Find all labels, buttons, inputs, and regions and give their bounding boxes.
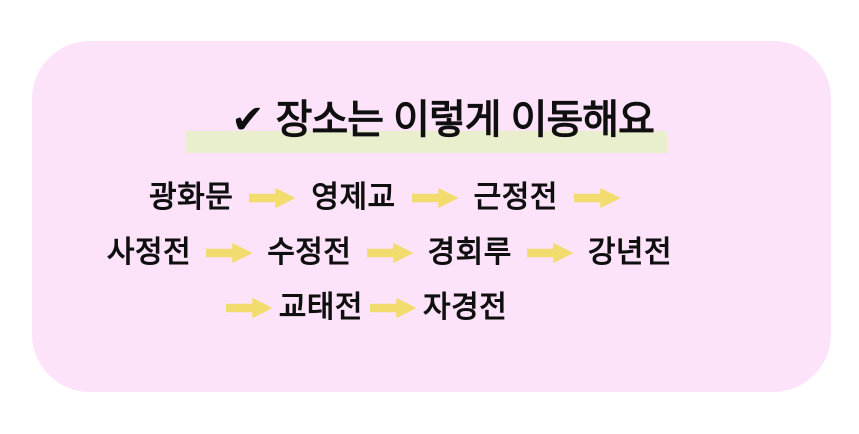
route-row: 교태전 자경전 — [0, 290, 796, 326]
arrow-right-icon — [370, 298, 416, 318]
place-label: 사정전 — [106, 236, 192, 269]
check-icon: ✔ — [231, 98, 265, 142]
arrow-right-icon — [249, 188, 296, 208]
place-label: 광화문 — [149, 181, 234, 214]
arrow-right-icon — [573, 188, 620, 208]
title-highlight-bar — [186, 131, 667, 153]
place-label: 경회루 — [427, 236, 512, 269]
place-label: 교태전 — [278, 291, 363, 324]
place-label: 강년전 — [587, 236, 673, 269]
arrow-right-icon — [366, 243, 413, 263]
arrow-right-icon — [225, 298, 272, 318]
arrow-right-icon — [206, 243, 252, 263]
route-row: 광화문 영제교 근정전 — [0, 180, 814, 216]
route-card — [32, 41, 831, 392]
arrow-right-icon — [526, 243, 573, 263]
place-label: 자경전 — [423, 291, 508, 324]
place-label: 영제교 — [311, 181, 396, 214]
page-title-text: 장소는 이렇게 이동해요 — [275, 98, 655, 142]
page-title: ✔장소는 이렇게 이동해요 — [13, 96, 859, 144]
place-label: 수정전 — [267, 236, 352, 269]
route-row: 사정전 수정전 경회루 강년전 — [0, 235, 819, 271]
place-label: 근정전 — [473, 181, 558, 214]
arrow-right-icon — [411, 188, 458, 208]
